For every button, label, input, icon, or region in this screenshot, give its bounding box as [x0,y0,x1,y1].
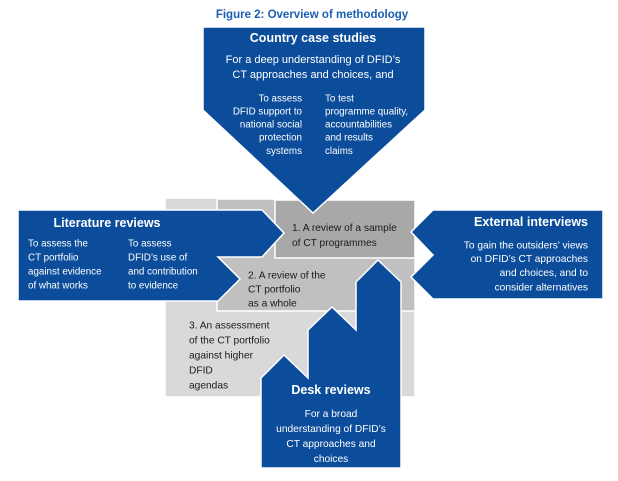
level-3-line: against higher [189,351,254,362]
literature-right-line: To assess [128,239,172,250]
country-case-studies-arrow: Country case studies For a deep understa… [202,26,426,215]
level-1-box [274,199,416,259]
level-2-line: 2. A review of the [248,271,326,282]
level-1-line: 1. A review of a sample [292,223,397,234]
country-intro-line: For a deep understanding of DFID’s [226,54,401,66]
country-case-studies-heading: Country case studies [250,31,376,45]
country-right-line: claims [325,146,353,157]
level-3-line: agendas [189,381,228,392]
literature-reviews-arrow: Literature reviews To assess the CT port… [17,209,286,302]
level-1-line: of CT programmes [292,238,377,249]
external-interviews-shape [409,209,604,300]
country-right-line: accountabilities [325,120,392,131]
country-left-line: protection [259,133,302,144]
literature-right-line: to evidence [128,281,179,292]
country-right-line: To test [325,94,354,105]
desk-line: For a broad [305,409,358,420]
external-interviews-heading: External interviews [474,215,588,229]
level-2-line: as a whole [248,299,297,310]
desk-reviews-heading: Desk reviews [291,383,370,397]
country-right-line: and results [325,133,373,144]
level-2-line: CT portfolio [248,285,301,296]
external-interviews-arrow: External interviews To gain the outsider… [409,209,604,300]
literature-left-line: CT portfolio [28,253,79,264]
country-case-studies-shape [202,26,426,215]
country-intro-line: CT approaches and choices, and [232,69,393,81]
country-left-line: DFID support to [233,107,303,118]
level-3-label: 3. An assessment of the CT portfolio aga… [189,321,270,392]
country-left-line: national social [240,120,302,131]
country-left-line: systems [266,146,302,157]
desk-line: choices [314,454,349,465]
level-1-label: 1. A review of a sample of CT programmes [292,223,397,249]
country-right-line: programme quality, [325,107,408,118]
external-line: and choices, and to [500,268,589,279]
external-line: consider alternatives [495,283,588,294]
level-3-line: of the CT portfolio [189,336,270,347]
literature-left-line: against evidence [28,267,102,278]
country-left-line: To assess [258,94,302,105]
desk-line: understanding of DFID’s [276,424,386,435]
level-2-label: 2. A review of the CT portfolio as a who… [248,271,326,310]
level-3-line: 3. An assessment [189,321,270,332]
literature-left-line: of what works [28,281,88,292]
literature-reviews-shape [17,209,286,302]
literature-right-line: and contribution [128,267,198,278]
level-3-line: DFID [189,366,213,377]
desk-line: CT approaches and [286,439,376,450]
literature-reviews-heading: Literature reviews [54,216,161,230]
literature-right-line: DFID’s use of [128,253,187,264]
external-line: To gain the outsiders’ views [464,241,588,252]
literature-left-line: To assess the [28,239,88,250]
figure-title: Figure 2: Overview of methodology [216,9,409,21]
external-line: on DFID’s CT approaches [471,254,588,265]
desk-reviews-shape [260,258,402,469]
desk-reviews-arrow: Desk reviews For a broad understanding o… [260,258,402,469]
